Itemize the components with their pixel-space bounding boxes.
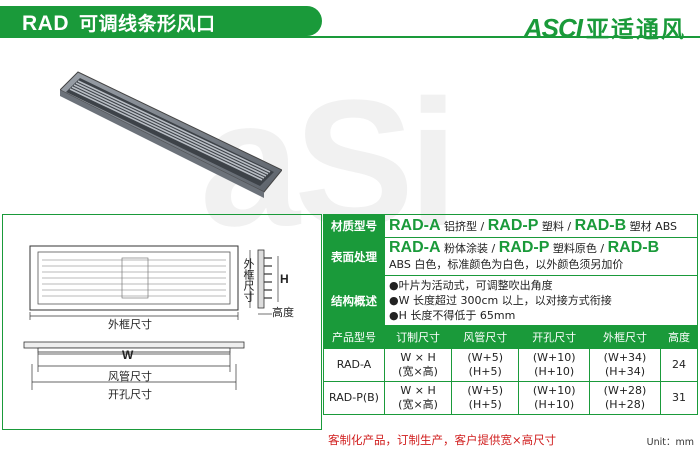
material-a-desc: 铝挤型: [444, 220, 478, 233]
product-name: 可调线条形风口: [79, 13, 216, 35]
product-code: RAD: [22, 12, 69, 35]
logo-mark: ASCI: [523, 13, 583, 43]
structure-row: 结构概述 ●叶片为活动式，可调整吹出角度 ●W 长度超过 300cm 以上，以对…: [323, 275, 698, 326]
surface-a-code: RAD-A: [389, 239, 441, 256]
height-cell: 31: [659, 381, 699, 415]
material-p-code: RAD-P: [487, 217, 539, 234]
material-value: RAD-A 铝挤型 / RAD-P 塑料 / RAD-B 塑材 ABS: [384, 214, 698, 238]
model-cell: RAD-P(B): [323, 381, 385, 415]
structure-item: ●叶片为活动式，可调整吹出角度: [389, 279, 553, 292]
duct-size-cell: (W+5)(H+5): [451, 381, 520, 415]
custom-size-w: W × H: [400, 351, 436, 364]
col-header-model: 产品型号: [323, 325, 385, 349]
col-header-custom: 订制尺寸: [383, 325, 453, 349]
dimension-drawing: [23, 245, 279, 390]
material-b-code: RAD-B: [574, 217, 627, 234]
material-row: 材质型号 RAD-A 铝挤型 / RAD-P 塑料 / RAD-B 塑材 ABS: [323, 214, 698, 238]
opening-size-h: (H+10): [534, 365, 575, 378]
model-cell: RAD-A: [323, 348, 385, 382]
custom-size-w: W × H: [400, 384, 436, 397]
surface-label: 表面处理: [323, 237, 385, 276]
product-photo: [60, 71, 282, 198]
opening-size-h: (H+10): [534, 398, 575, 411]
structure-value: ●叶片为活动式，可调整吹出角度 ●W 长度超过 300cm 以上，以对接方式衔接…: [384, 275, 698, 326]
surface-b-desc: ABS 白色，标准颜色为白色，以外颜色须另加价: [389, 258, 624, 271]
outer-size-h: (H+28): [604, 398, 646, 411]
custom-size-h: (宽×高): [398, 365, 438, 378]
outer-size-cell: (W+34)(H+34): [589, 348, 661, 382]
structure-item: ●W 长度超过 300cm 以上，以对接方式衔接: [389, 294, 612, 307]
material-p-desc: 塑料: [541, 220, 564, 233]
material-b-desc: 塑材 ABS: [629, 220, 678, 233]
dimension-drawing-box: [2, 214, 322, 430]
col-header-opening: 开孔尺寸: [518, 325, 591, 349]
height-label: 高度: [272, 306, 294, 319]
table-row: RAD-P(B) W × H(宽×高) (W+5)(H+5) (W+10)(H+…: [323, 381, 699, 415]
custom-size-cell: W × H(宽×高): [383, 348, 453, 382]
structure-item: ●H 长度不得低于 65mm: [389, 309, 516, 322]
structure-label: 结构概述: [323, 275, 385, 326]
surface-row: 表面处理 RAD-A 粉体涂装 / RAD-P 塑料原色 / RAD-B ABS…: [323, 237, 698, 276]
opening-size-w: (W+10): [532, 384, 576, 397]
surface-b-code: RAD-B: [607, 239, 660, 256]
col-header-height: 高度: [659, 325, 699, 349]
header-divider: [0, 36, 700, 38]
surface-p-code: RAD-P: [498, 239, 550, 256]
duct-size-label: 风管尺寸: [108, 370, 152, 383]
surface-value: RAD-A 粉体涂装 / RAD-P 塑料原色 / RAD-B ABS 白色，标…: [384, 237, 698, 276]
outer-size-w: (W+28): [603, 384, 647, 397]
title-banner: [0, 6, 322, 36]
outer-size-w: (W+34): [603, 351, 647, 364]
col-header-duct: 风管尺寸: [451, 325, 520, 349]
width-w-label: W: [122, 348, 134, 362]
custom-size-cell: W × H(宽×高): [383, 381, 453, 415]
surface-a-desc: 粉体涂装: [444, 242, 489, 255]
duct-size-h: (H+5): [468, 398, 502, 411]
outer-size-cell: (W+28)(H+28): [589, 381, 661, 415]
duct-size-w: (W+5): [467, 384, 504, 397]
opening-size-label: 开孔尺寸: [108, 388, 152, 401]
outer-size-h: (H+34): [604, 365, 646, 378]
surface-p-desc: 塑料原色: [552, 242, 597, 255]
custom-order-note: 客制化产品，订制生产，客户提供宽×高尺寸: [328, 433, 557, 447]
duct-size-cell: (W+5)(H+5): [451, 348, 520, 382]
duct-size-w: (W+5): [467, 351, 504, 364]
page-title: RAD 可调线条形风口: [22, 9, 216, 36]
spec-table: 材质型号 RAD-A 铝挤型 / RAD-P 塑料 / RAD-B 塑材 ABS…: [323, 214, 699, 415]
height-cell: 24: [659, 348, 699, 382]
side-outer-frame-label: 外框尺寸: [242, 258, 255, 302]
table-header-row: 产品型号 订制尺寸 风管尺寸 开孔尺寸 外框尺寸 高度: [323, 325, 699, 349]
opening-size-cell: (W+10)(H+10): [518, 348, 591, 382]
col-header-outer: 外框尺寸: [589, 325, 661, 349]
unit-label: Unit：mm: [646, 437, 694, 448]
table-row: RAD-A W × H(宽×高) (W+5)(H+5) (W+10)(H+10)…: [323, 348, 699, 382]
duct-size-h: (H+5): [468, 365, 502, 378]
height-h-label: H: [280, 272, 289, 286]
opening-size-w: (W+10): [532, 351, 576, 364]
opening-size-cell: (W+10)(H+10): [518, 381, 591, 415]
outer-frame-label: 外框尺寸: [108, 318, 152, 331]
logo-text: 亚适通风: [586, 17, 686, 43]
material-label: 材质型号: [323, 214, 385, 238]
custom-size-h: (宽×高): [398, 398, 438, 411]
material-a-code: RAD-A: [389, 217, 441, 234]
